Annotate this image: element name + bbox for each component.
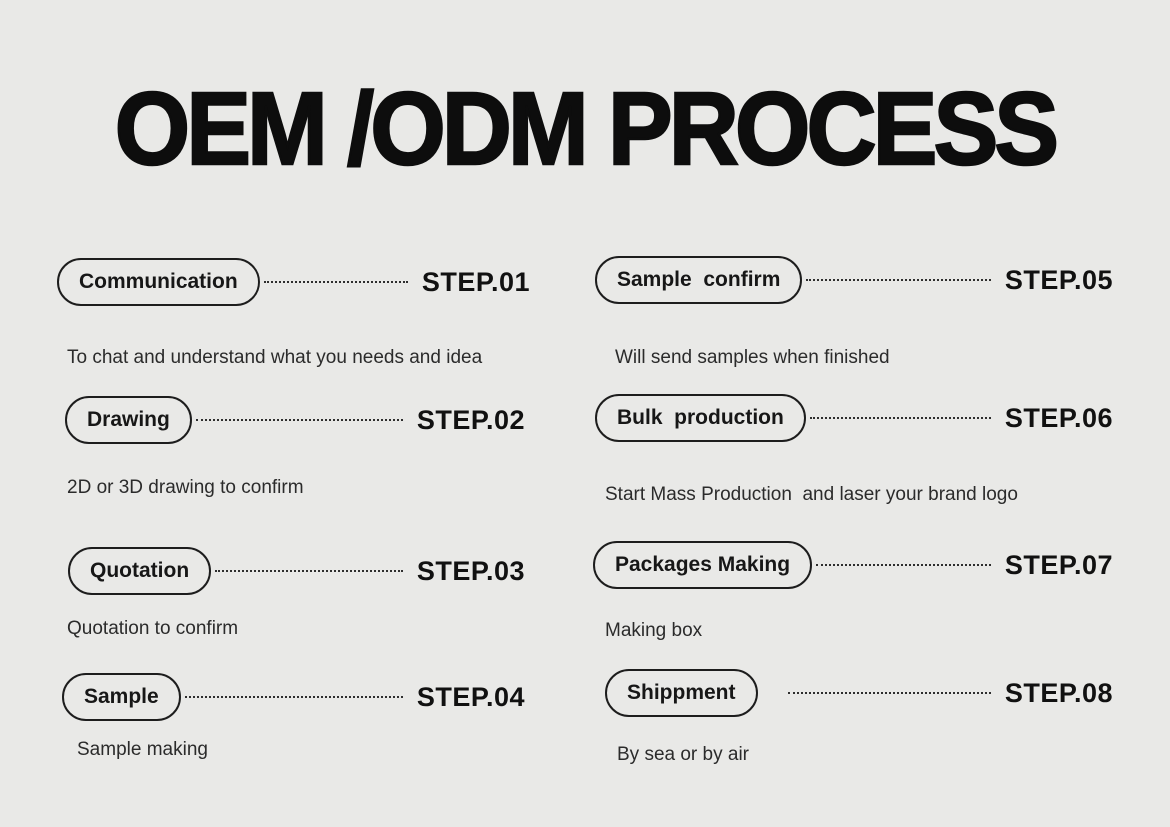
page-title: OEM /ODM PROCESS (114, 70, 1061, 188)
step-description: Will send samples when finished (615, 347, 890, 368)
step-pill-label: Shippment (627, 681, 736, 704)
dotted-leader-line (787, 692, 991, 694)
step-block-1: Communication STEP.01 To chat and unders… (57, 256, 530, 369)
step-block-8: Shippment STEP.08 By sea or by air (593, 667, 1113, 766)
step-number: STEP.04 (416, 681, 525, 712)
step-block-4: Sample STEP.04 Sample making (57, 671, 525, 761)
step-number: STEP.03 (416, 555, 525, 586)
step-pill: Sample confirm (595, 256, 803, 304)
step-pill: Quotation (68, 547, 212, 595)
step-pill-label: Sample (84, 685, 159, 708)
step-number: STEP.01 (421, 266, 530, 297)
dotted-leader-line (195, 419, 403, 421)
step-number: STEP.05 (1004, 264, 1113, 295)
step-description: To chat and understand what you needs an… (67, 347, 483, 368)
step-block-6: Bulk production STEP.06 Start Mass Produ… (593, 392, 1113, 506)
step-description: Sample making (77, 739, 208, 760)
step-number: STEP.07 (1004, 549, 1113, 580)
step-description: Quotation to confirm (67, 618, 239, 639)
step-block-2: Drawing STEP.02 2D or 3D drawing to conf… (57, 394, 525, 499)
step-pill: Communication (57, 258, 260, 306)
step-number: STEP.02 (416, 404, 525, 435)
step-pill-label: Drawing (87, 408, 170, 431)
step-description: By sea or by air (617, 744, 749, 765)
step-number: STEP.06 (1004, 402, 1113, 433)
dotted-leader-line (184, 696, 403, 698)
step-description: 2D or 3D drawing to confirm (67, 477, 304, 498)
step-block-3: Quotation STEP.03 Quotation to confirm (57, 545, 525, 640)
step-pill: Shippment (605, 669, 758, 717)
step-pill: Drawing (65, 396, 192, 444)
step-pill: Sample (62, 673, 181, 721)
step-block-5: Sample confirm STEP.05 Will send samples… (593, 254, 1113, 369)
step-pill: Bulk production (595, 394, 806, 442)
dotted-leader-line (263, 281, 408, 283)
step-pill-label: Bulk production (617, 406, 784, 429)
step-pill-label: Packages Making (615, 553, 791, 576)
step-description: Start Mass Production and laser your bra… (605, 484, 1018, 505)
step-block-7: Packages Making STEP.07 Making box (593, 539, 1113, 642)
step-pill-label: Sample confirm (617, 268, 781, 291)
dotted-leader-line (809, 417, 991, 419)
step-pill-label: Communication (79, 270, 238, 293)
step-pill: Packages Making (593, 541, 813, 589)
dotted-leader-line (816, 564, 991, 566)
dotted-leader-line (806, 279, 991, 281)
step-description: Making box (605, 620, 703, 641)
dotted-leader-line (215, 570, 403, 572)
step-number: STEP.08 (1004, 677, 1113, 708)
step-pill-label: Quotation (90, 559, 190, 582)
